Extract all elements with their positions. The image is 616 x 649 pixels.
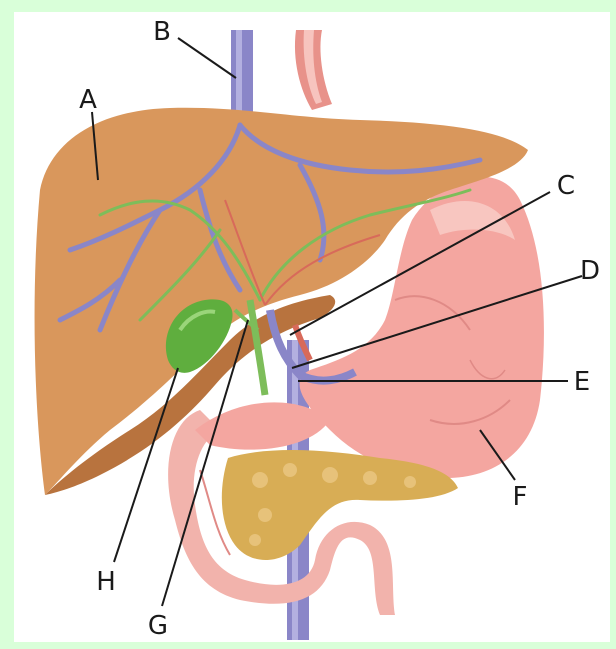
- label-g: G: [148, 611, 168, 641]
- label-e: E: [574, 367, 590, 397]
- label-f: F: [513, 482, 528, 512]
- label-h: H: [96, 567, 116, 597]
- label-a: A: [79, 85, 97, 115]
- label-d: D: [580, 256, 600, 286]
- label-c: C: [557, 171, 575, 201]
- label-b: B: [153, 17, 171, 47]
